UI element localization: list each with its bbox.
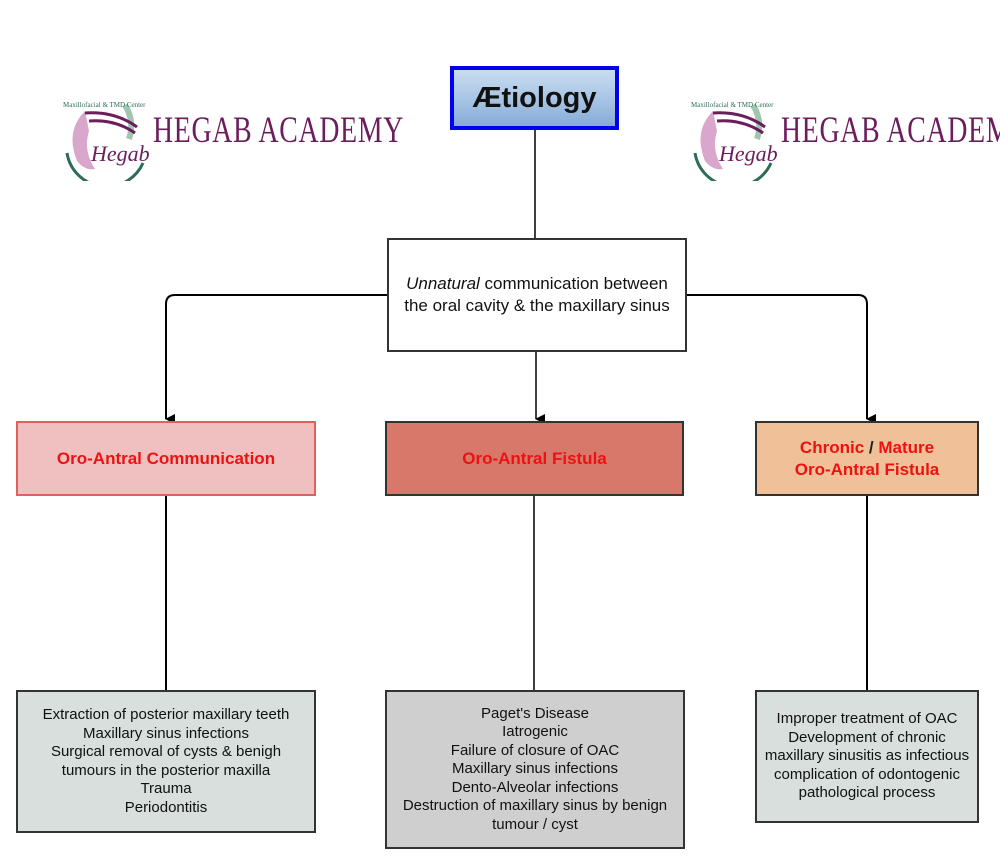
- cause-item: Dento-Alveolar infections: [451, 778, 619, 796]
- category-title-separator: /: [864, 437, 879, 457]
- logo-script-text: Hegab: [718, 141, 778, 166]
- logo-arc-text: Maxillofacial & TMD Center: [691, 101, 774, 109]
- logo-name: HEGAB ACADEMY: [153, 110, 405, 151]
- cause-item: Paget's Disease: [481, 704, 589, 722]
- cause-item: Maxillary sinus infections: [452, 760, 618, 778]
- cause-item: Surgical removal of cysts & benigh tumou…: [50, 743, 282, 779]
- definition-box: Unnatural communication between the oral…: [387, 238, 687, 352]
- cause-item: Failure of closure of OAC: [450, 741, 620, 759]
- category-title: Chronic / Mature Oro-Antral Fistula: [795, 437, 940, 481]
- cause-item: Improper treatment of OAC: [776, 710, 958, 728]
- connector-definition-to-oac: [165, 294, 387, 424]
- logo-name: HEGAB ACADEMY: [781, 110, 1000, 151]
- category-oro-antral-fistula: Oro-Antral Fistula: [385, 421, 684, 496]
- category-oro-antral-communication: Oro-Antral Communication: [16, 421, 316, 496]
- cause-item: Trauma: [140, 780, 192, 797]
- logo-arc-text: Maxillofacial & TMD Center: [63, 101, 146, 109]
- causes-list-oaf: Paget's Disease Iatrogenic Failure of cl…: [385, 690, 685, 849]
- cause-item: Iatrogenic: [502, 723, 568, 741]
- definition-emphasis: Unnatural: [406, 274, 480, 293]
- hegab-emblem-icon: Hegab Maxillofacial & TMD Center: [691, 101, 778, 181]
- category-title-mature: Mature: [878, 437, 935, 457]
- causes-list-oac: Extraction of posterior maxillary teeth …: [16, 690, 316, 833]
- hegab-emblem-icon: Hegab Maxillofacial & TMD Center: [63, 101, 150, 181]
- category-title-chronic: Chronic: [799, 437, 865, 457]
- logo-script-text: Hegab: [90, 141, 150, 166]
- cause-item: Extraction of posterior maxillary teeth: [42, 706, 290, 723]
- definition-rest: communication between the oral cavity & …: [404, 274, 670, 315]
- category-title: Oro-Antral Fistula: [462, 448, 607, 468]
- diagram-title: Ætiology: [472, 81, 597, 114]
- title-box: Ætiology: [450, 66, 619, 130]
- cause-item: Development of chronic maxillary sinusit…: [764, 728, 970, 802]
- logo-left: Hegab Maxillofacial & TMD Center HEGAB A…: [55, 85, 403, 185]
- causes-list-chronic: Improper treatment of OAC Development of…: [755, 690, 979, 823]
- category-title-line2: Oro-Antral Fistula: [794, 459, 940, 479]
- cause-item: Maxillary sinus infections: [83, 724, 249, 742]
- logo-right: Hegab Maxillofacial & TMD Center HEGAB A…: [683, 85, 1000, 185]
- definition-text: Unnatural communication between the oral…: [397, 273, 677, 317]
- category-chronic-mature-fistula: Chronic / Mature Oro-Antral Fistula: [755, 421, 979, 496]
- category-title: Oro-Antral Communication: [56, 448, 276, 468]
- connector-definition-to-chronic: [687, 294, 876, 424]
- cause-item: Destruction of maxillary sinus by benign…: [402, 797, 668, 833]
- cause-item: Periodontitis: [124, 798, 208, 816]
